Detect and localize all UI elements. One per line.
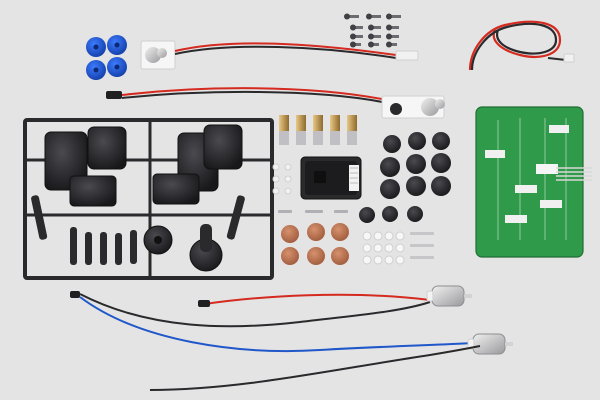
washer-icon: [395, 243, 405, 253]
blue-gears-group: [86, 35, 127, 80]
black-gear-icon: [382, 206, 398, 222]
black-gear-icon: [432, 132, 450, 150]
black-gear-icon: [383, 135, 401, 153]
orange-gear-icon: [331, 223, 349, 241]
washer-icon: [384, 231, 394, 241]
screw-icon: [368, 24, 381, 31]
bracket-icon: [313, 137, 323, 145]
orange-gear-icon: [307, 223, 325, 241]
blue-gear-icon: [86, 37, 106, 57]
bracket-icon: [313, 115, 323, 137]
washer-icon: [395, 231, 405, 241]
black-gear-icon: [408, 132, 426, 150]
black-gear-icon: [359, 207, 375, 223]
wire-coil-icon: [468, 20, 575, 71]
bracket-icon: [330, 137, 340, 145]
black-gears-group: [359, 132, 451, 223]
dc-motor-icon: [426, 285, 472, 307]
metal-brackets-group: [279, 115, 357, 145]
washer-icon: [373, 231, 383, 241]
black-gear-icon: [407, 206, 423, 222]
orange-gear-icon: [281, 225, 299, 243]
black-gear-icon: [406, 154, 426, 174]
washer-icon: [362, 255, 372, 265]
blue-gear-icon: [86, 60, 106, 80]
motors-and-wires: [70, 285, 513, 391]
screw-icon: [386, 41, 397, 48]
dc-motor-icon: [467, 333, 513, 355]
bracket-icon: [296, 115, 306, 137]
touch-sensor-top: [140, 40, 419, 70]
screw-icon: [386, 13, 401, 20]
screw-icon: [350, 33, 363, 40]
orange-gear-icon: [281, 247, 299, 265]
screw-icon: [350, 24, 363, 31]
bracket-icon: [347, 137, 357, 145]
screw-icon: [350, 41, 361, 48]
black-gear-icon: [431, 153, 451, 173]
black-gear-icon: [380, 179, 400, 199]
blue-gear-icon: [107, 35, 127, 55]
orange-gears-group: [281, 223, 349, 265]
orange-gear-icon: [307, 247, 325, 265]
black-gear-icon: [431, 176, 451, 196]
bracket-icon: [279, 137, 289, 145]
blue-gear-icon: [107, 57, 127, 77]
washers-group: [362, 231, 434, 265]
screw-icon: [366, 13, 381, 20]
washer-icon: [373, 255, 383, 265]
washer-icon: [362, 243, 372, 253]
washer-icon: [384, 255, 394, 265]
screw-icon: [344, 13, 359, 20]
screw-icon: [368, 41, 379, 48]
long-wire-with-sensor: [106, 87, 445, 119]
bracket-icon: [330, 115, 340, 137]
orange-gear-icon: [331, 247, 349, 265]
washer-icon: [395, 255, 405, 265]
bracket-icon: [347, 115, 357, 137]
washer-icon: [384, 243, 394, 253]
microcontroller-icon: [300, 156, 362, 200]
small-fasteners-group: [272, 163, 348, 213]
black-gear-icon: [380, 157, 400, 177]
bracket-icon: [279, 115, 289, 137]
bracket-icon: [296, 137, 306, 145]
screw-icon: [386, 33, 399, 40]
washer-icon: [362, 231, 372, 241]
screws-group: [344, 13, 401, 48]
washer-icon: [373, 243, 383, 253]
screw-icon: [368, 33, 381, 40]
black-gear-icon: [406, 176, 426, 196]
screw-icon: [386, 24, 399, 31]
pcb-icon: [475, 106, 592, 258]
plastic-sprue-icon: [23, 118, 274, 280]
